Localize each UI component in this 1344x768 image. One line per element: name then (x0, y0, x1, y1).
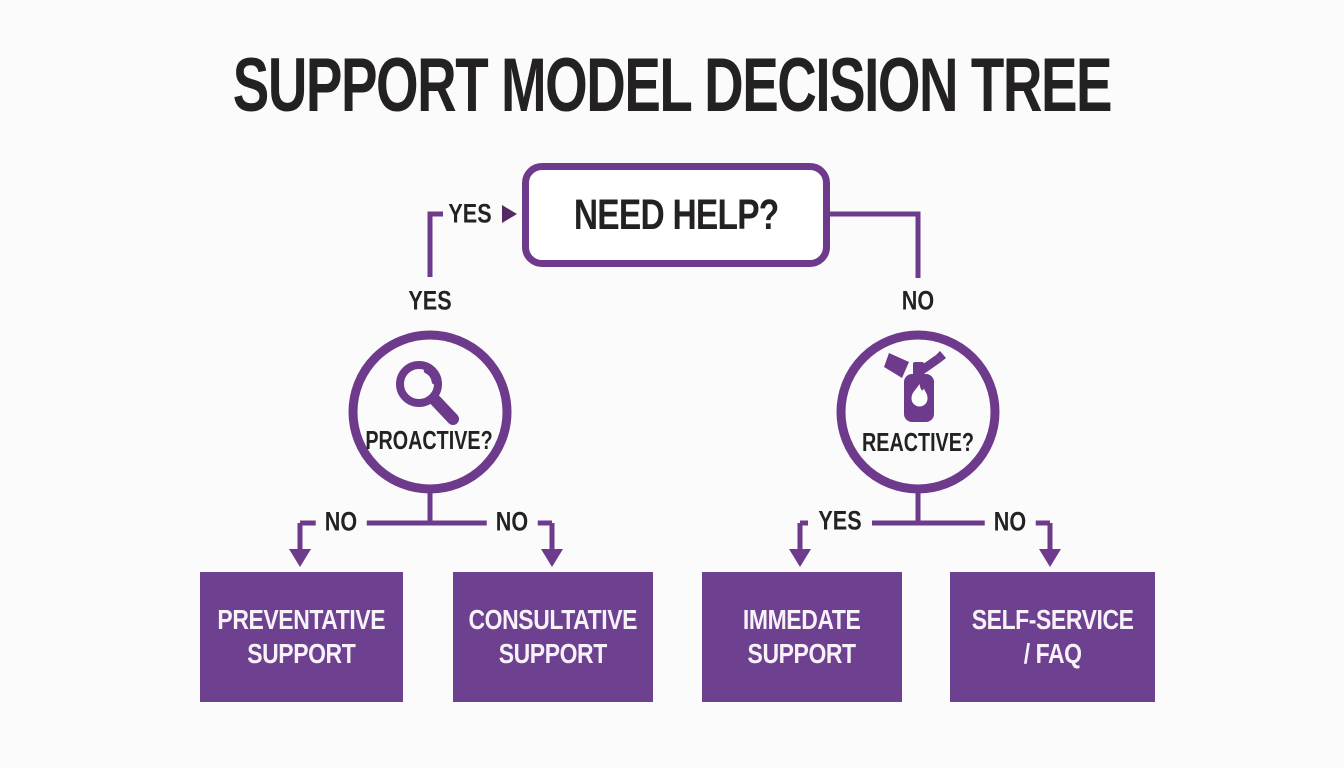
page-title-text: SUPPORT MODEL DECISION TREE (232, 42, 1113, 128)
outcome-preventative-support: PREVENTATIVE SUPPORT (200, 572, 403, 702)
connector-root-to-reactive (830, 211, 921, 278)
label-consultative-no: NO (486, 508, 538, 536)
decision-label-reactive: REACTIVE? (862, 427, 974, 457)
decision-label-proactive: PROACTIVE? (365, 425, 493, 455)
label-entry-yes: YES (448, 198, 492, 229)
root-node-need-help: NEED HELP? (522, 163, 830, 267)
outcome-immediate-support: IMMEDATE SUPPORT (702, 572, 902, 702)
arrow-right-icon (502, 205, 517, 223)
label-proactive-column-yes: YES (408, 285, 452, 316)
outcome-self-service-faq: SELF-SERVICE / FAQ (950, 572, 1155, 702)
arrow-down-icon (289, 549, 311, 567)
connector-entry-yes (427, 211, 443, 277)
label-preventative-no: NO (315, 508, 367, 536)
page-title: SUPPORT MODEL DECISION TREE (0, 40, 1344, 130)
label-immediate-yes: YES (807, 507, 873, 535)
fire-extinguisher-icon (884, 351, 946, 422)
arrow-down-icon (541, 549, 563, 567)
label-reactive-column-no: NO (901, 285, 935, 316)
outcome-consultative-support: CONSULTATIVE SUPPORT (453, 572, 653, 702)
arrow-down-icon (1039, 549, 1061, 567)
root-node-label: NEED HELP? (573, 190, 779, 239)
arrow-down-icon (789, 549, 811, 567)
magnifier-icon (396, 361, 459, 425)
label-selfservice-no: NO (984, 508, 1036, 536)
proactive-circle (348, 330, 512, 494)
